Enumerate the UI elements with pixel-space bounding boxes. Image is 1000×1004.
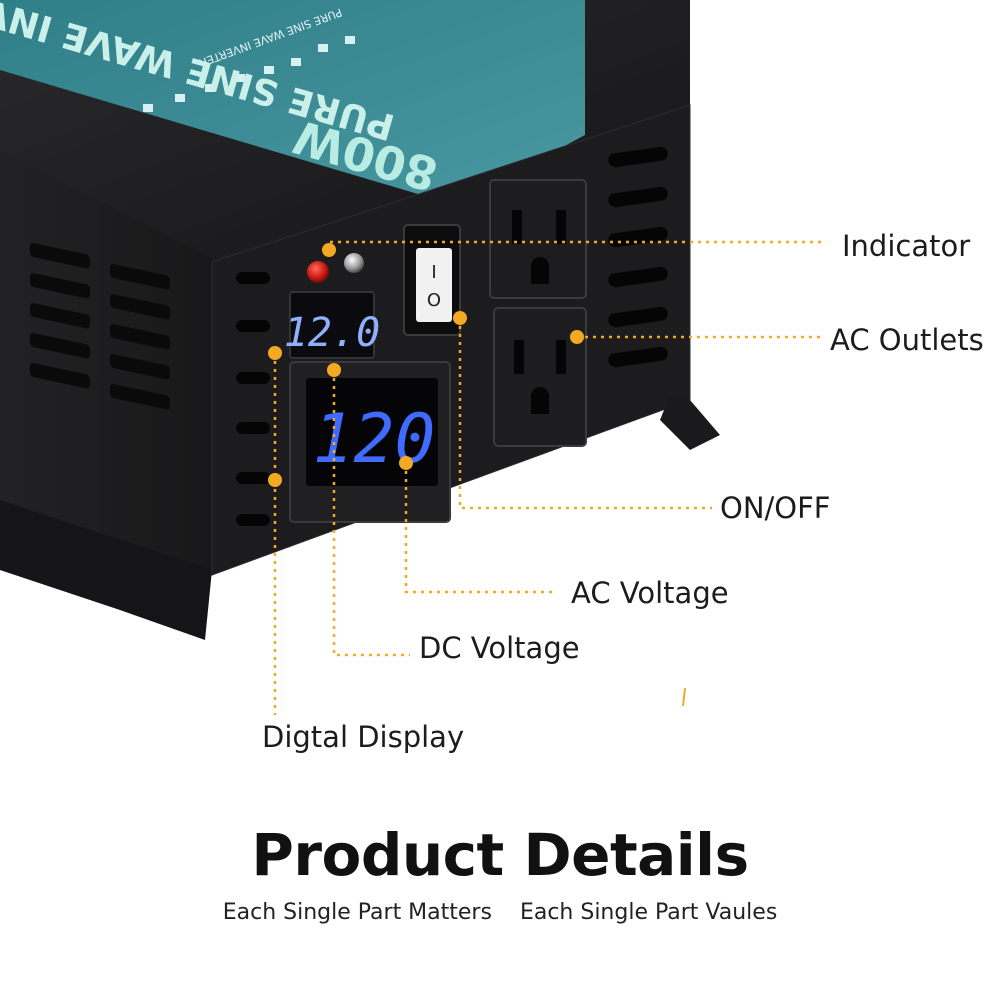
digital-display-callout-label: Digtal Display — [262, 720, 465, 754]
side-vent-slots — [30, 243, 170, 410]
ac-voltage-readout: 120 — [313, 400, 436, 479]
indicator-callout-dot — [322, 243, 336, 257]
switch-on-mark: I — [431, 262, 436, 283]
model-label — [0, 0, 585, 205]
dc-voltage-callout-label: DC Voltage — [419, 631, 580, 665]
callout-lines — [273, 240, 822, 715]
label-voltage-options — [143, 36, 355, 112]
on-off-callout-dot — [453, 311, 467, 325]
subtitle-right: Each Single Part Vaules — [519, 900, 778, 925]
subtitle-gap — [492, 900, 520, 925]
ac-voltage-callout-label: AC Voltage — [571, 576, 729, 610]
ac-outlet-bottom — [493, 307, 587, 447]
indicator-clear-led — [344, 253, 364, 273]
ac-voltage-callout-line — [404, 463, 556, 594]
indicator-red-led — [307, 261, 329, 283]
ac-voltage-callout-dot — [399, 456, 413, 470]
page-subtitle: Each Single Part Matters Each Single Par… — [0, 902, 1000, 924]
dc-voltage-callout-dot — [327, 363, 341, 377]
switch-off-mark: O — [427, 290, 441, 311]
ac-outlets-callout-label: AC Outlets — [830, 323, 984, 357]
digital-display-callout-dot-upper — [268, 346, 282, 360]
callout-dots — [268, 243, 584, 487]
on-off-callout-label: ON/OFF — [720, 491, 831, 525]
digital-display-callout-dot-lower — [268, 473, 282, 487]
page-title: Product Details — [251, 821, 749, 889]
ac-outlet-top — [489, 179, 587, 299]
indicator-callout-label: Indicator — [842, 229, 971, 263]
dc-voltage-readout: 12.0 — [284, 310, 380, 356]
front-vent-slots-left — [236, 272, 270, 526]
subtitle-left: Each Single Part Matters — [222, 900, 492, 925]
power-switch-rocker[interactable] — [416, 248, 452, 322]
ac-outlets-callout-dot — [570, 330, 584, 344]
left-mounting-foot — [0, 500, 212, 640]
dc-voltage-display — [289, 291, 375, 359]
right-mounting-foot — [660, 395, 720, 450]
stray-mark — [682, 687, 686, 707]
front-vent-slots-right — [608, 146, 668, 368]
